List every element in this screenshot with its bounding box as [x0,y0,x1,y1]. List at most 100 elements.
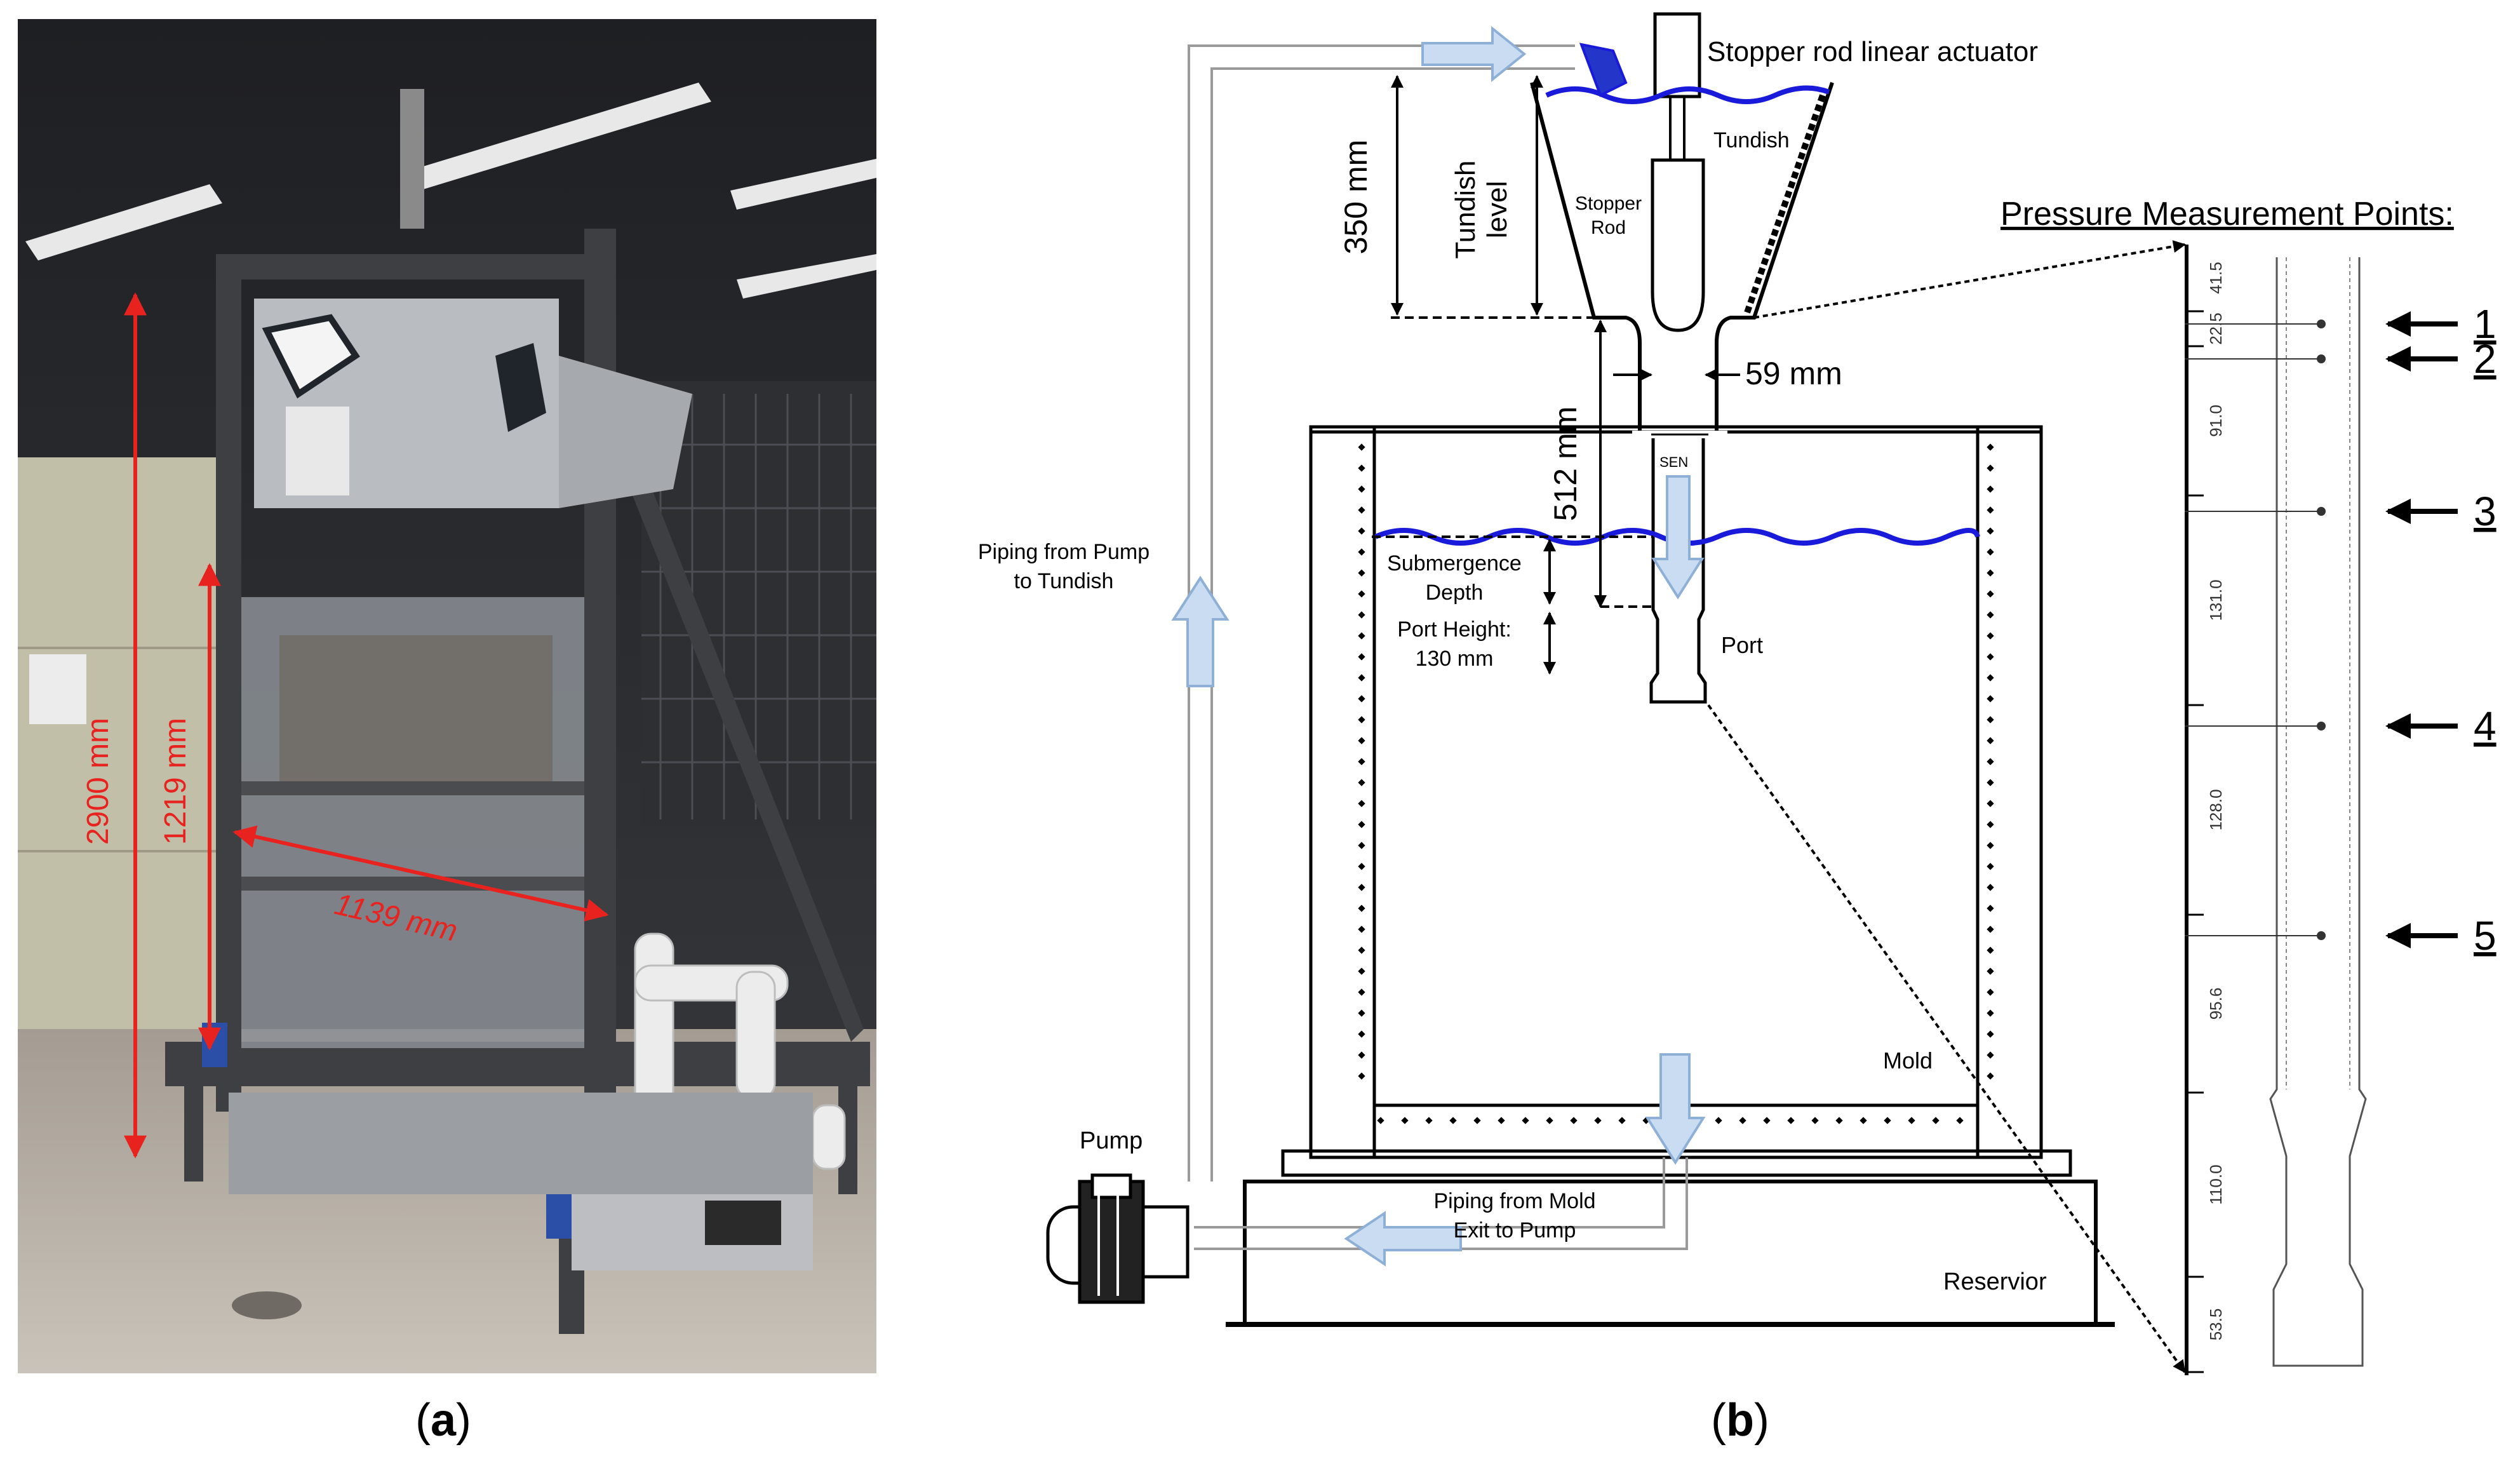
ceiling-lights [25,83,876,299]
tundish [1530,82,1642,438]
rivet-dot [1358,548,1365,556]
rivet-dot [1884,1117,1891,1124]
rivet-dot [1425,1117,1433,1124]
piping-pump-tundish-label-1: Piping from Pump [978,540,1149,564]
rivet-dot [1358,800,1365,807]
rivet-dot [1358,590,1365,598]
rivet-dot [1358,695,1365,703]
flow-arrow-down-sen [1651,475,1705,600]
rivet-dot [1987,464,1994,472]
file-cabinet [18,457,227,1080]
reservoir-label: Reservior [1943,1269,2047,1295]
rivet-dot [1358,527,1365,535]
rivet-dot [1377,1117,1384,1124]
flow-arrow-left [1344,1211,1462,1267]
dim-59-label: 59 mm [1745,356,1842,391]
caption-a: (a) [415,1395,471,1446]
rivet-dot [1358,758,1365,765]
rivet-dot [1358,464,1365,472]
rivet-dot [1987,1072,1994,1080]
flow-arrow-right [1421,25,1527,83]
rivet-dot [1811,1117,1819,1124]
pump-label: Pump [1080,1128,1143,1154]
photo-panel-a: 2900 mm 1219 mm 1139 mm [18,19,876,1373]
reservoir-tank [229,1093,813,1194]
point-marker [2317,507,2326,516]
rivet-dot [1956,1117,1964,1124]
rivet-dot [1358,1030,1365,1038]
piping-mold-exit-label-2: Exit to Pump [1454,1218,1576,1242]
rivet-dot [1358,1072,1365,1080]
rivet-dot [1987,905,1994,912]
segment-dim-label: 95.6 [2206,988,2225,1020]
rivet-dot [1358,779,1365,786]
submergence-label-2: Depth [1426,581,1484,605]
rivet-dot [1787,1117,1795,1124]
rivet-dot [1987,443,1994,451]
floor-drain [232,1291,302,1319]
rivet-dot [1987,527,1994,535]
rivet-dot [1987,674,1994,682]
point-number: 1 [2474,301,2497,347]
rivet-dot [1522,1117,1529,1124]
flow-arrow-up [1171,576,1230,687]
port-height-label-2: 130 mm [1416,647,1494,671]
segment-dim-label: 128.0 [2206,789,2225,830]
rivet-dot [1987,884,1994,891]
rivet-dot [1449,1117,1457,1124]
rivet-dot [1987,800,1994,807]
rivet-dot [1987,946,1994,954]
submergence-label-1: Submergence [1387,551,1522,576]
inlet-nozzle [1579,43,1628,97]
rivet-dot [1618,1117,1626,1124]
rivet-dot [1358,506,1365,514]
rivet-dot [1763,1117,1771,1124]
rivet-dot [1473,1117,1481,1124]
actuator-label: Stopper rod linear actuator [1707,36,2038,67]
stopper-rod-label-2: Rod [1591,217,1626,238]
pressure-inset: Pressure Measurement Points: 41.522.591.… [2001,196,2497,1375]
segment-dim-label: 53.5 [2206,1309,2225,1341]
rivet-dot [1987,1009,1994,1017]
rivet-dot [1715,1117,1722,1124]
sen [1649,438,1707,704]
sen-label: SEN [1659,454,1688,470]
rivet-dot [1358,967,1365,975]
rivet-dot [1498,1117,1505,1124]
rivet-dot [1570,1117,1578,1124]
rivet-dot [1358,988,1365,996]
dim-350-label: 350 mm [1338,140,1374,255]
point-number: 3 [2474,488,2497,534]
segment-dim-label: 22.5 [2206,313,2225,345]
dim-1219-label: 1219 mm [159,718,192,845]
rivet-dot [1358,653,1365,661]
rivet-dot [1358,842,1365,849]
rivet-dot [1987,653,1994,661]
rivet-dot [1932,1117,1940,1124]
rivet-dot [1987,926,1994,933]
dimension-lines [1372,75,2186,1373]
white-pipes [634,932,846,1170]
rivet-dot [1358,611,1365,619]
rivet-dot [1358,632,1365,640]
rivet-dot [1987,569,1994,577]
segment-dim-label: 131.0 [2206,579,2225,621]
rivet-dot [1358,1009,1365,1017]
rivet-dot [1987,779,1994,786]
point-number: 5 [2474,913,2497,959]
return-pipe [1194,1157,1688,1250]
rivet-dot [1987,863,1994,870]
rivet-dot [1860,1117,1867,1124]
caption-b: (b) [1711,1395,1769,1446]
segment-dim-label: 110.0 [2206,1164,2225,1204]
rivet-dot [1987,506,1994,514]
point-marker [2317,354,2326,363]
rivet-dot [1358,905,1365,912]
piping-mold-exit-label-1: Piping from Mold [1433,1189,1595,1213]
rivet-dot [1358,737,1365,744]
rivet-dot [1987,842,1994,849]
point-number: 4 [2474,703,2497,749]
rivet-dot [1594,1117,1602,1124]
rivet-dot [1546,1117,1553,1124]
